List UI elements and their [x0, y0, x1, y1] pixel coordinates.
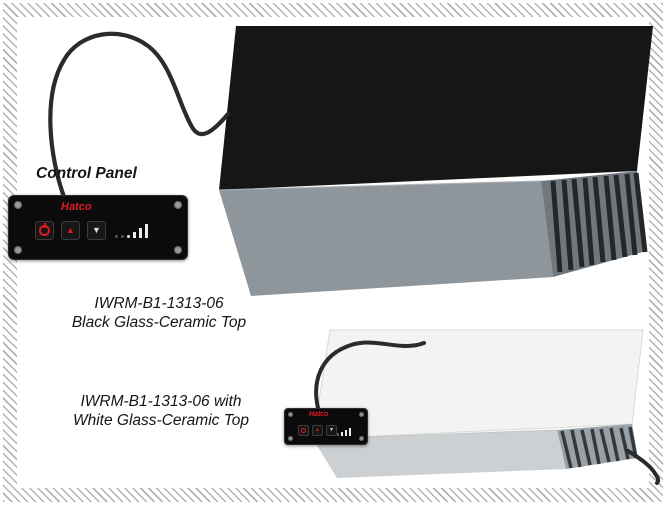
led-bar	[337, 433, 339, 436]
up-arrow-icon: ▲	[315, 427, 320, 433]
black-unit-label: IWRM-B1-1313-06 Black Glass-Ceramic Top	[50, 294, 268, 332]
white-unit-power-cord	[626, 449, 661, 485]
led-dot	[127, 235, 130, 238]
power-icon	[39, 223, 50, 236]
white-unit-vent-grille-icon	[560, 426, 638, 469]
white-unit-front	[313, 430, 566, 478]
led-bar	[139, 228, 142, 238]
led-bar	[133, 232, 136, 238]
led-level-indicator	[337, 426, 351, 436]
control-panel-small: Hatco ▲ ▼	[284, 408, 368, 445]
screw-icon	[14, 246, 22, 254]
white-unit-label-line1: IWRM-B1-1313-06 with	[80, 393, 242, 410]
black-unit-label-line2: Black Glass-Ceramic Top	[71, 314, 247, 331]
power-button	[298, 425, 309, 436]
panel-button-row: ▲ ▼	[35, 221, 106, 240]
led-level-indicator	[115, 223, 148, 238]
black-unit-vent-grille-icon	[550, 172, 648, 273]
screw-icon	[288, 436, 293, 441]
black-unit	[218, 26, 653, 296]
temp-down-button: ▼	[87, 221, 106, 240]
white-unit	[312, 329, 644, 478]
panel-button-row: ▲ ▼	[298, 425, 337, 436]
led-bar	[349, 428, 351, 436]
up-arrow-icon: ▲	[66, 225, 75, 235]
brand-logo: Hatco	[61, 201, 92, 213]
led-bar	[145, 224, 148, 238]
screw-icon	[359, 436, 364, 441]
white-unit-label: IWRM-B1-1313-06 with White Glass-Ceramic…	[50, 392, 272, 430]
black-unit-front-edge	[218, 180, 542, 191]
led-dot	[115, 235, 118, 238]
screw-icon	[174, 246, 182, 254]
black-unit-label-line1: IWRM-B1-1313-06	[94, 295, 224, 312]
screw-icon	[288, 412, 293, 417]
led-bar	[341, 432, 343, 436]
screw-icon	[359, 412, 364, 417]
power-button	[35, 221, 54, 240]
control-panel: Hatco ▲ ▼	[8, 195, 188, 260]
down-arrow-icon: ▼	[329, 427, 334, 433]
white-unit-control-cable	[314, 340, 426, 410]
led-bar	[345, 430, 347, 436]
screw-icon	[174, 201, 182, 209]
brand-logo: Hatco	[309, 411, 329, 418]
temp-up-button: ▲	[312, 425, 323, 436]
white-unit-label-line2: White Glass-Ceramic Top	[72, 412, 249, 429]
led-dot	[121, 235, 124, 238]
control-panel-label: Control Panel	[36, 165, 137, 182]
temp-up-button: ▲	[61, 221, 80, 240]
black-unit-control-cable	[48, 31, 231, 200]
screw-icon	[14, 201, 22, 209]
black-unit-top	[219, 26, 653, 190]
temp-down-button: ▼	[326, 425, 337, 436]
down-arrow-icon: ▼	[92, 225, 101, 235]
black-unit-front	[219, 181, 553, 296]
power-icon	[301, 428, 306, 433]
